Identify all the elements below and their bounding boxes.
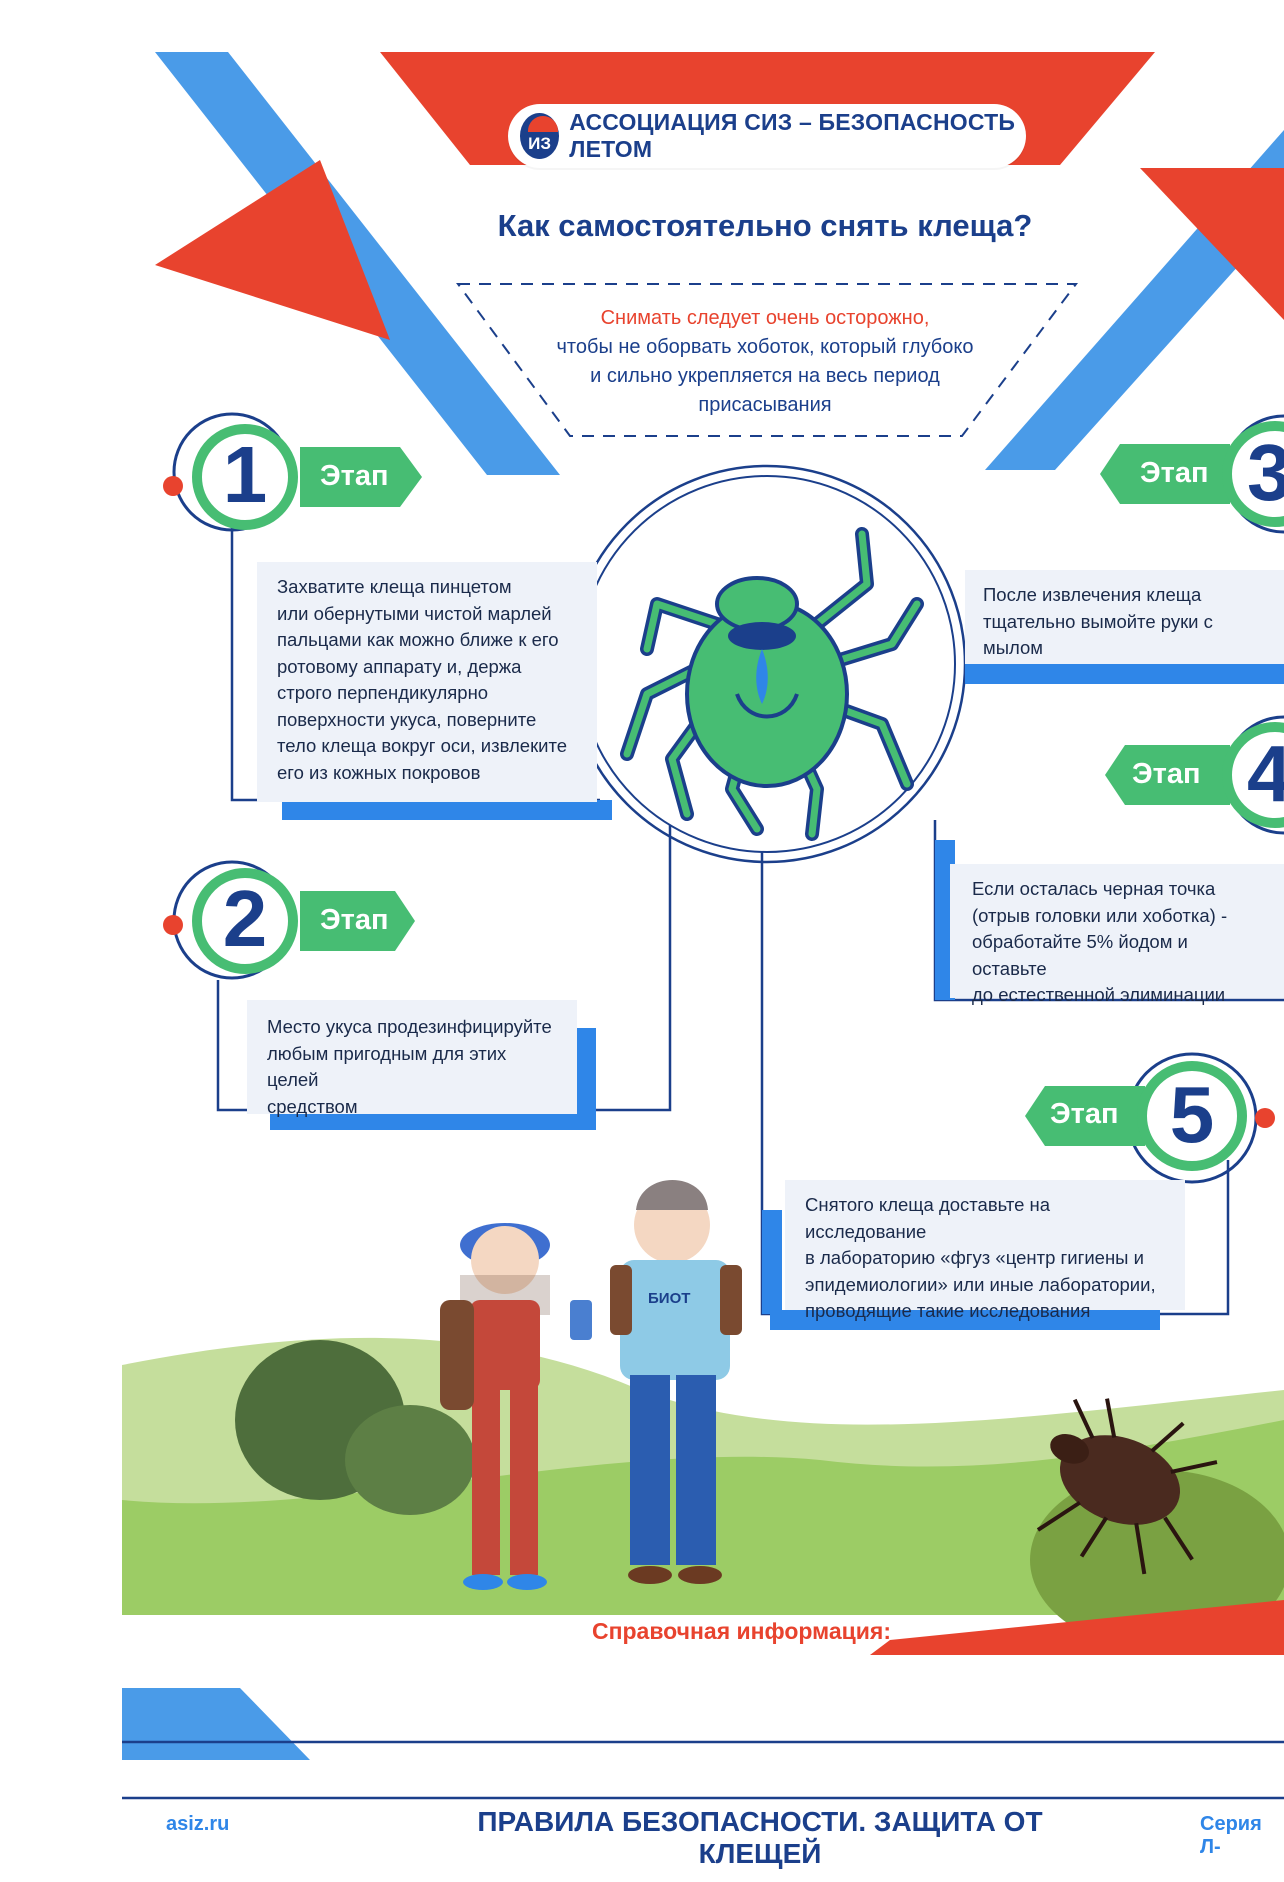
page-title: Как самостоятельно снять клеща? — [497, 208, 1033, 243]
stage-1-line: или обернутыми чистой марлей — [277, 602, 552, 624]
stage-1-line: ротовому аппарату и, держа — [277, 655, 522, 677]
stage-5-card-shadow — [762, 1210, 782, 1314]
tick-illustration — [620, 527, 924, 841]
shirt-label: БИОТ — [648, 1290, 691, 1307]
stage-4-line: до естественной элиминации — [972, 984, 1226, 1005]
stage-1-line: Захватите клеща пинцетом — [277, 576, 512, 597]
reference-label: Справочная информация: — [592, 1618, 892, 1644]
stage-5-label: Этап — [1050, 1098, 1119, 1130]
stage-3-card: После извлечения клеща тщательно вымойте… — [965, 570, 1284, 664]
stage-3-number: 3 — [1247, 428, 1284, 517]
stage-3-card-shadow — [965, 662, 1284, 684]
reference-bar — [870, 1600, 1284, 1655]
stage-2-line: любым пригодным для этих целей — [267, 1042, 507, 1091]
intro-text: Снимать следует очень осторожно, чтобы н… — [520, 304, 1010, 420]
intro-line: чтобы не оборвать хоботок, который глубо… — [556, 336, 974, 358]
stage-4-line: (отрыв головки или хоботка) - — [972, 904, 1228, 926]
stage-2-number: 2 — [222, 874, 268, 963]
stage-2-card: Место укуса продезинфицируйте любым приг… — [247, 1000, 577, 1117]
header-banner: ИЗ АССОЦИАЦИЯ СИЗ – БЕЗОПАСНОСТЬ ЛЕТОМ — [508, 104, 1026, 168]
red-triangle-right — [1140, 168, 1284, 320]
stage-2-card-shadow-bottom — [270, 1110, 596, 1130]
intro-dashed-frame — [456, 283, 1078, 437]
stage-5-number: 5 — [1169, 1070, 1215, 1159]
stage-4-label: Этап — [1132, 758, 1201, 790]
stage-1-card: Захватите клеща пинцетом или обернутыми … — [257, 562, 597, 802]
tick-large — [1036, 1398, 1218, 1575]
logo-text: ИЗ — [528, 134, 552, 153]
logo-icon: ИЗ — [520, 113, 560, 159]
stage-4-line: Если осталась черная точка — [972, 878, 1216, 899]
stage-1-line: его из кожных покровов — [277, 761, 481, 783]
footer-stripe-blue — [122, 1688, 310, 1760]
stage-1-number: 1 — [222, 430, 268, 519]
stage-1-card-shadow — [282, 800, 612, 820]
stage-3-label: Этап — [1140, 457, 1209, 489]
footer-series: Серия Л- — [1200, 1813, 1262, 1858]
red-triangle-left — [155, 160, 390, 340]
stage-1-line: пальцами как можно ближе к его — [277, 629, 559, 650]
stage-4-line: обработайте 5% йодом и оставьте — [972, 931, 1188, 979]
person-man — [610, 1180, 742, 1584]
intro-line: присасывания — [698, 394, 832, 416]
footer-site-link[interactable]: asiz.ru — [166, 1813, 230, 1835]
header-title: АССОЦИАЦИЯ СИЗ – БЕЗОПАСНОСТЬ ЛЕТОМ — [569, 109, 1016, 162]
stage-2-line: Место укуса продезинфицируйте — [267, 1016, 552, 1037]
person-woman — [440, 1223, 592, 1590]
stage-5-line: в лабораторию «фгуз «центр гигиены и — [805, 1247, 1144, 1268]
stage-1-line: поверхности укуса, поверните — [277, 708, 537, 730]
stage-5-card-shadow-bottom — [770, 1310, 1160, 1330]
stage-4-card: Если осталась черная точка (отрыв головк… — [950, 864, 1284, 1005]
intro-line: Снимать следует очень осторожно, — [600, 307, 930, 329]
stage-2-line: средством — [267, 1095, 358, 1117]
stage-5-line: проводящие такие исследования — [805, 1300, 1091, 1321]
footer-title: ПРАВИЛА БЕЗОПАСНОСТИ. ЗАЩИТА ОТ КЛЕЩЕЙ — [477, 1806, 1043, 1869]
stage-3-line: После извлечения клеща — [983, 584, 1202, 605]
stage-5-line: эпидемиологии» или иные лаборатории, — [805, 1273, 1156, 1295]
stage-1-line: строго перпендикулярно — [277, 682, 489, 703]
stage-4-number: 4 — [1247, 729, 1284, 818]
stage-3-line: тщательно вымойте руки с мылом — [983, 610, 1213, 659]
stage-5-card: Снятого клеща доставьте на исследование … — [785, 1180, 1185, 1321]
stage-1-line: тело клеща вокруг оси, извлеките — [277, 735, 568, 756]
stage-1-label: Этап — [320, 460, 389, 492]
stage-5-line: Снятого клеща доставьте на исследование — [805, 1194, 1051, 1242]
intro-line: и сильно укрепляется на весь период — [590, 365, 940, 387]
stage-2-label: Этап — [320, 904, 389, 936]
